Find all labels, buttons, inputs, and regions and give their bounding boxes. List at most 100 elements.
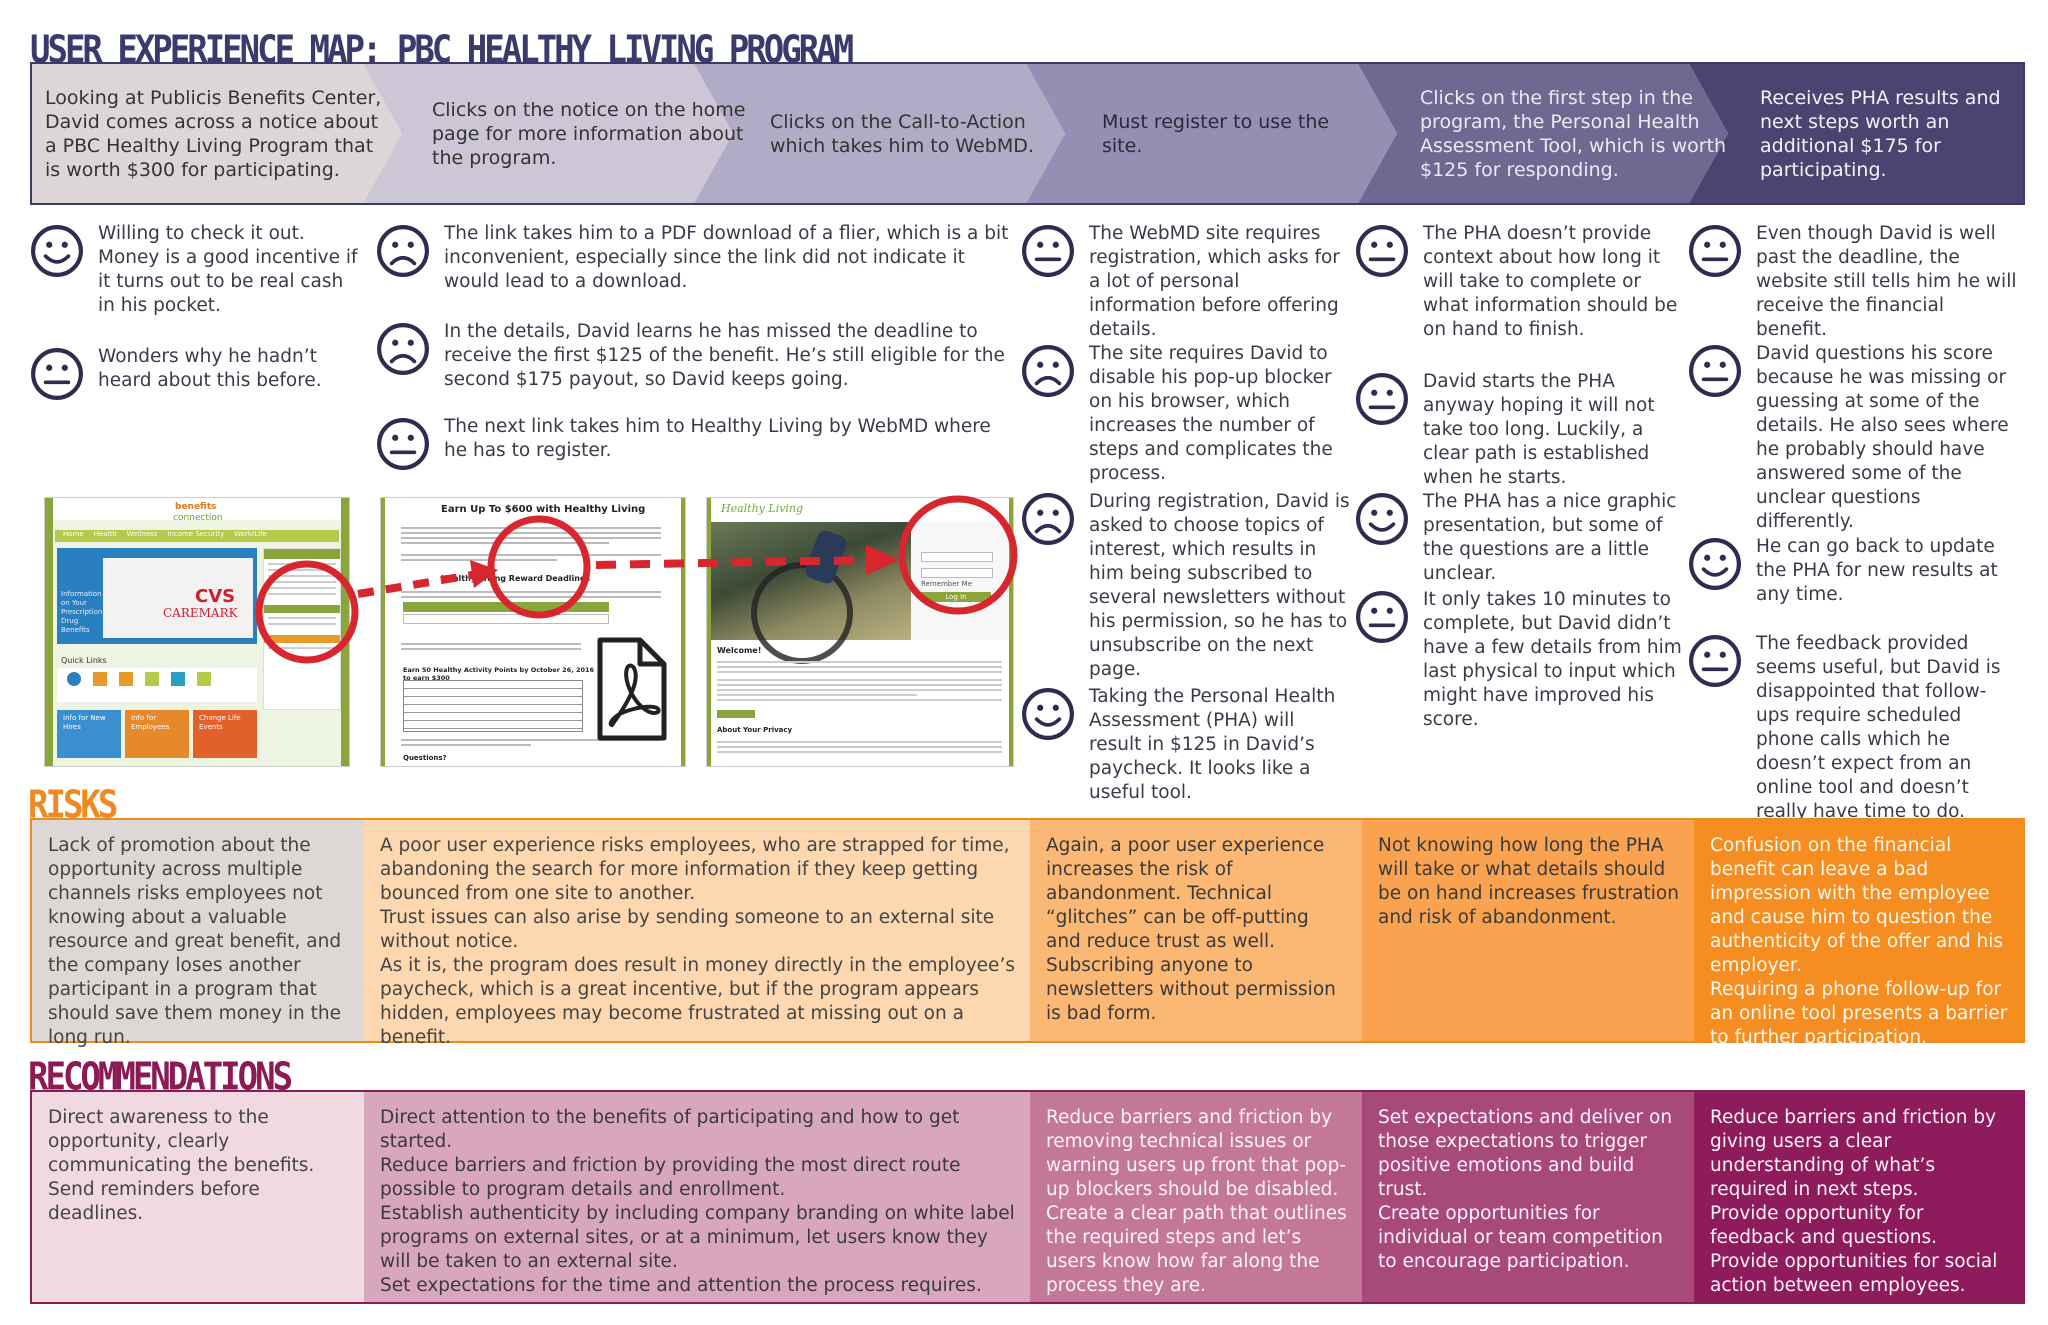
pdf-flier-screenshot: Earn Up To $600 with Healthy Living Heal… <box>380 497 686 767</box>
nav-item[interactable]: Income Security <box>167 530 225 538</box>
observation-text: The WebMD site requires registration, wh… <box>1089 223 1340 340</box>
observation-text: The site requires David to disable his p… <box>1089 343 1333 484</box>
arrowhead-2 <box>866 545 900 575</box>
cell-paragraph: Set expectations and deliver on those ex… <box>1378 1107 1673 1200</box>
observation-item: Willing to check it out. Money is a good… <box>30 222 360 318</box>
cell-paragraph: Set expectations for the time and attent… <box>380 1275 982 1296</box>
neutral-face-icon <box>1356 373 1408 425</box>
recommendation-cell-5: Reduce barriers and friction by giving u… <box>1694 1092 2023 1302</box>
dashed-arrow-2 <box>595 556 873 569</box>
cell-paragraph: Reduce barriers and friction by removing… <box>1046 1107 1347 1200</box>
risk-cell-4: Not knowing how long the PHA will take o… <box>1362 820 1694 1041</box>
tile-life-events[interactable]: Change Life Events <box>193 710 257 758</box>
observation-item: The link takes him to a PDF download of … <box>376 222 1016 294</box>
cell-paragraph: Create opportunities for individual or t… <box>1378 1203 1663 1272</box>
cell-paragraph: Provide opportunities for social action … <box>1710 1251 1998 1296</box>
cell-paragraph: Confusion on the financial benefit can l… <box>1710 835 2004 976</box>
remember-me[interactable]: Remember Me <box>921 580 972 588</box>
pdf-file-icon <box>597 637 667 741</box>
journey-frame <box>30 62 2025 205</box>
risk-cell-1: Lack of promotion about the opportunity … <box>32 820 364 1048</box>
cell-paragraph: As it is, the program does result in mon… <box>380 955 1015 1048</box>
observation-text: Willing to check it out. Money is a good… <box>98 223 358 316</box>
observation-text: David questions his score because he was… <box>1756 343 2009 532</box>
observation-text: The feedback provided seems useful, but … <box>1756 633 2001 822</box>
journey-step-1: Looking at Publicis Benefits Center, Dav… <box>45 86 382 181</box>
benefits-logo-top: benefits <box>175 502 217 512</box>
recommendations-table: Direct awareness to the opportunity, cle… <box>30 1090 2025 1304</box>
observation-text: The next link takes him to Healthy Livin… <box>444 416 991 461</box>
observation-text: The PHA has a nice graphic presentation,… <box>1423 491 1677 584</box>
journey-step-4: Must register to use the site. <box>1102 110 1330 157</box>
observation-item: The next link takes him to Healthy Livin… <box>376 415 1016 471</box>
flier-heading: Earn Up To $600 with Healthy Living <box>441 504 646 515</box>
flier-subheading: Healthy Living Reward Deadlines <box>441 574 591 583</box>
happy-face-icon <box>31 225 83 277</box>
observation-text: Taking the Personal Health Assessment (P… <box>1089 686 1336 803</box>
nav-item[interactable]: Wellness <box>126 530 158 538</box>
cell-paragraph: Trust issues can also arise by sending s… <box>380 907 995 952</box>
observation-text: Wonders why he hadn’t heard about this b… <box>98 346 322 391</box>
observation-item: The PHA doesn’t provide context about ho… <box>1355 222 1685 342</box>
flier-table-title: Earn 50 Healthy Activity Points by Octob… <box>403 666 595 682</box>
recommendation-cell-2: Direct attention to the benefits of part… <box>364 1092 1030 1302</box>
annotation-overlay <box>255 495 1018 741</box>
observation-item: Taking the Personal Health Assessment (P… <box>1021 685 1351 805</box>
observation-item: The PHA has a nice graphic presentation,… <box>1355 490 1685 586</box>
risk-cell-5: Confusion on the financial benefit can l… <box>1694 820 2023 1048</box>
happy-face-icon <box>1689 538 1741 590</box>
recommendation-cell-4: Set expectations and deliver on those ex… <box>1362 1092 1694 1302</box>
neutral-face-icon <box>377 418 429 470</box>
webmd-header: Healthy Living <box>721 502 804 515</box>
observation-item: The site requires David to disable his p… <box>1021 342 1351 486</box>
cell-paragraph: Reduce barriers and friction by providin… <box>380 1155 961 1200</box>
sad-face-icon <box>377 225 429 277</box>
neutral-face-icon <box>1356 591 1408 643</box>
observation-text: David starts the PHA anyway hoping it wi… <box>1423 371 1655 488</box>
cell-paragraph: Create a clear path that outlines the re… <box>1046 1203 1347 1296</box>
sad-face-icon <box>377 323 429 375</box>
flier-questions: Questions? <box>403 754 447 762</box>
risks-table: Lack of promotion about the opportunity … <box>30 818 2025 1048</box>
happy-face-icon <box>1356 493 1408 545</box>
observation-item: He can go back to update the PHA for new… <box>1688 535 2018 607</box>
observation-text: He can go back to update the PHA for new… <box>1756 536 1998 605</box>
observation-item: David starts the PHA anyway hoping it wi… <box>1355 370 1685 490</box>
neutral-face-icon <box>1022 225 1074 277</box>
dashed-arrow-1 <box>357 570 479 598</box>
journey-chevron <box>30 62 402 205</box>
nav-item[interactable]: Home <box>63 530 84 538</box>
journey-chevron <box>362 62 733 205</box>
cell-paragraph: Lack of promotion about the opportunity … <box>48 835 342 1048</box>
journey-chevrons <box>30 62 2025 205</box>
arrowhead-1 <box>470 560 498 588</box>
journey-step-3: Clicks on the Call-to-Action which takes… <box>770 110 1034 157</box>
nav-item[interactable]: Health <box>93 530 117 538</box>
observation-item: In the details, David learns he has miss… <box>376 320 1016 392</box>
journey-step-2: Clicks on the notice on the home page fo… <box>432 98 746 169</box>
observation-item: It only takes 10 minutes to complete, bu… <box>1355 588 1685 732</box>
cell-paragraph: Provide opportunity for feedback and que… <box>1710 1203 1937 1248</box>
webmd-screenshot: Healthy Living Remember Me Log In Welcom… <box>706 497 1014 767</box>
observation-text: The link takes him to a PDF download of … <box>444 223 1009 292</box>
caremark-logo: CAREMARK <box>163 606 238 620</box>
tile-new-hires[interactable]: Info for New Hires <box>57 710 121 758</box>
webmd-welcome: Welcome! <box>717 646 762 655</box>
highlight-circle-cta <box>487 515 591 619</box>
journey-step-5: Clicks on the first step in the program,… <box>1420 86 1727 181</box>
nav-item[interactable]: Work/Life <box>234 530 267 538</box>
neutral-face-icon <box>1689 345 1741 397</box>
webmd-about: About Your Privacy <box>717 726 793 734</box>
highlight-circle-login <box>898 495 1018 615</box>
tile-employees[interactable]: Info for Employees <box>125 710 189 758</box>
risk-cell-3: Again, a poor user experience increases … <box>1030 820 1362 1041</box>
observation-item: During registration, David is asked to c… <box>1021 490 1351 682</box>
observation-item: The feedback provided seems useful, but … <box>1688 632 2018 824</box>
journey-chevron <box>1357 62 1728 205</box>
observation-item: David questions his score because he was… <box>1688 342 2018 534</box>
observation-item: The WebMD site requires registration, wh… <box>1021 222 1351 342</box>
cell-paragraph: Not knowing how long the PHA will take o… <box>1378 835 1679 928</box>
cell-paragraph: Direct attention to the benefits of part… <box>380 1107 960 1152</box>
webmd-login-button[interactable]: Log In <box>921 592 991 602</box>
neutral-face-icon <box>1356 225 1408 277</box>
